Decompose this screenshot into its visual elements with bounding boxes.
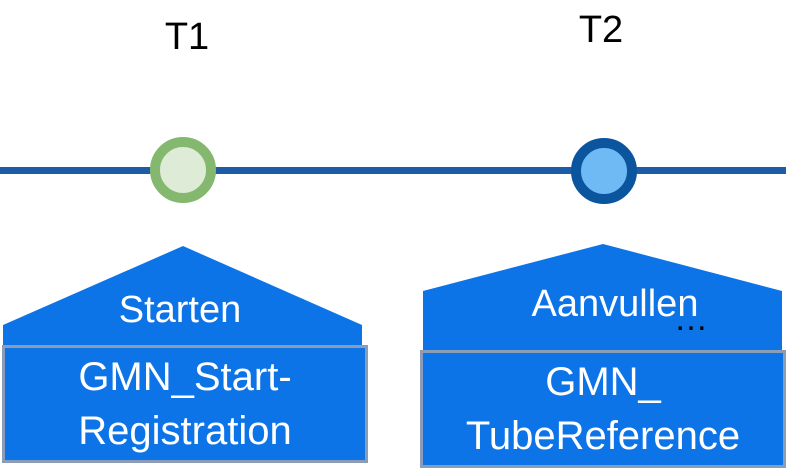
ellipsis-text: … [674, 300, 710, 338]
step-box-t1-line1: GMN_Start- [78, 355, 292, 399]
time-label-t1: T1 [164, 16, 210, 58]
timeline-marker-t2 [571, 138, 637, 204]
callout-roof-t1-shape [3, 246, 362, 346]
step-box-t2-line1: GMN_ [545, 360, 661, 404]
step-box-t1: GMN_Start- Registration [2, 345, 368, 463]
action-label-t1: Starten [118, 289, 242, 331]
timeline-marker-t1 [150, 137, 216, 203]
step-box-t2: GMN_ TubeReference [420, 350, 786, 468]
time-label-t2: T2 [578, 9, 624, 51]
callout-roof-t2 [423, 244, 782, 351]
timeline-line [0, 167, 786, 174]
step-box-t2-line2: TubeReference [465, 414, 741, 458]
callout-roof-t1 [3, 246, 362, 346]
action-label-t2: Aanvullen [531, 283, 699, 325]
callout-roof-t2-shape [423, 244, 782, 351]
step-box-t1-line2: Registration [78, 409, 292, 453]
